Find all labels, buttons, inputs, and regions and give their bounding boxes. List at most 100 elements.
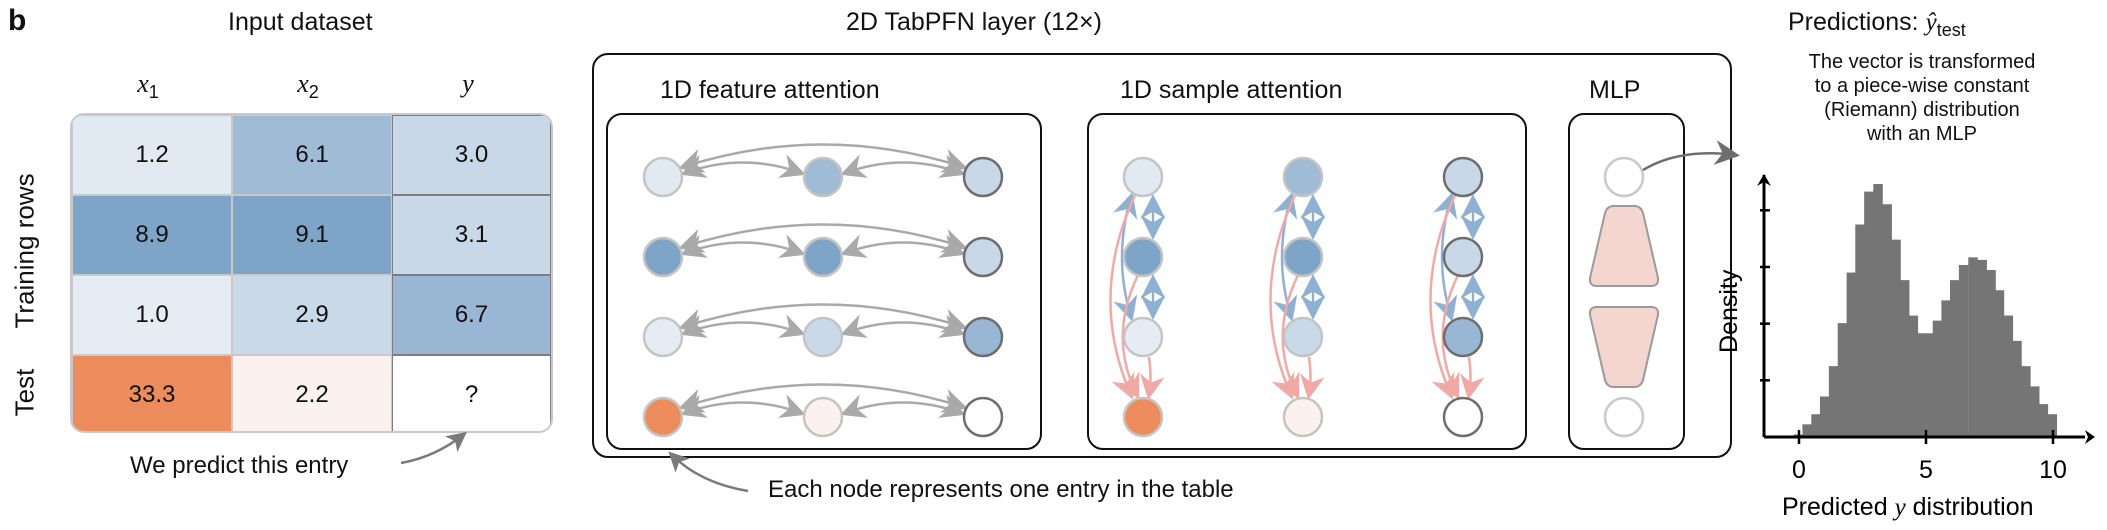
mlp-transform-note: The vector is transformed to a piece-wis… [1808, 51, 2036, 145]
histogram-bar [1916, 333, 1927, 437]
tabpfn-layer-title: 2D TabPFN layer (12×) [846, 8, 1102, 36]
feature-attention-node [802, 156, 844, 198]
sample-attention-node [1442, 316, 1484, 358]
feature-attention-node [962, 316, 1004, 358]
sample-attention-node [1122, 396, 1164, 438]
feature-attention-node [802, 316, 844, 358]
feature-attention-node [802, 396, 844, 438]
y-axis-label: Density [1715, 269, 1743, 353]
predict-entry-arrow [400, 431, 467, 465]
y-axis-arrow-icon [1757, 174, 1771, 186]
histogram-bar [1968, 257, 1978, 437]
histogram-bar [1882, 204, 1892, 437]
histogram-bar [1924, 333, 1935, 437]
tabpfn-layer-box [592, 53, 1732, 458]
column-header-x2: x2 [297, 69, 319, 103]
mlp-layer-1 [1588, 205, 1660, 287]
histogram-bar [1811, 414, 1821, 437]
feature-attention-node [962, 156, 1004, 198]
feature-attention-edge [840, 234, 966, 258]
sample-attention-node [1442, 236, 1484, 278]
panel-label: b [8, 4, 27, 37]
table-cell: 8.9 [72, 195, 232, 275]
sample-attention-edge [1269, 194, 1297, 400]
table-cell: ? [392, 355, 551, 431]
feature-attention-edge [680, 394, 806, 418]
sample-attention-edge [1299, 356, 1325, 400]
histogram-bar [1994, 290, 2005, 437]
feature-attention-node [962, 396, 1004, 438]
mlp-box [1568, 113, 1685, 450]
feature-attention-edge [680, 314, 806, 338]
column-header-x1: x1 [137, 69, 159, 103]
table-cell: 1.0 [72, 275, 232, 355]
sample-attention-edge [1459, 356, 1485, 400]
histogram-bar [1977, 259, 1987, 437]
predictions-title: Predictions: ŷtest [1788, 8, 1966, 40]
histogram-bar [2030, 386, 2040, 437]
mlp-layer-2 [1588, 306, 1660, 388]
histogram-bar [2021, 366, 2031, 437]
feature-attention-title: 1D feature attention [660, 76, 880, 104]
table-cell: 6.1 [232, 115, 392, 195]
table-cell: 2.2 [232, 355, 392, 431]
feature-attention-node [642, 236, 684, 278]
mlp-input-node [1603, 396, 1645, 438]
sample-attention-node [1122, 156, 1164, 198]
histogram-bar [2047, 414, 2058, 437]
table-cell: 1.2 [72, 115, 232, 195]
mlp-output-node [1603, 156, 1645, 198]
sample-attention-edge [1116, 274, 1140, 400]
node-annotation: Each node represents one entry in the ta… [768, 476, 1234, 503]
sample-attention-box [1087, 113, 1527, 450]
feature-attention-node [962, 236, 1004, 278]
sample-attention-edge [1109, 194, 1137, 400]
x-axis-label: Predicted y distribution [1782, 493, 2034, 521]
node-annotation-arrow [668, 451, 749, 493]
feature-attention-node [642, 156, 684, 198]
sample-attention-node [1282, 156, 1324, 198]
sample-attention-node [1442, 396, 1484, 438]
histogram-bar [1891, 239, 1901, 437]
histogram-bar [1986, 270, 1996, 437]
feature-attention-node [642, 316, 684, 358]
x-tick-label: 0 [1792, 456, 1806, 484]
sample-attention-node [1442, 156, 1484, 198]
histogram-bar [1855, 224, 1865, 437]
feature-attention-edge [840, 154, 966, 178]
histogram-bar [1873, 184, 1883, 437]
feature-attention-edge [680, 154, 806, 178]
feature-attention-node [802, 236, 844, 278]
table-cell: 3.1 [392, 195, 551, 275]
sample-attention-node [1282, 236, 1324, 278]
sample-attention-edge [1429, 194, 1457, 400]
histogram-bar [1828, 366, 1839, 437]
sample-attention-title: 1D sample attention [1120, 76, 1343, 104]
input-dataset-title: Input dataset [228, 8, 373, 36]
histogram-bar [1908, 315, 1919, 437]
histogram-bar [1932, 320, 1943, 437]
histogram-bar [1958, 264, 1969, 437]
table-cell: 2.9 [232, 275, 392, 355]
histogram-bar [1819, 396, 1830, 437]
feature-attention-edge [840, 394, 966, 418]
x-axis-arrow-icon [2085, 430, 2095, 444]
feature-attention-edge [840, 314, 966, 338]
sample-attention-edge [1139, 356, 1165, 400]
histogram-bar [1837, 323, 1848, 437]
column-header-y: y [462, 69, 474, 98]
histogram-bar [1802, 424, 1812, 437]
sample-attention-node [1122, 236, 1164, 278]
histogram-bar [1950, 280, 1960, 437]
table-cell: 9.1 [232, 195, 392, 275]
sample-attention-edge [1276, 274, 1300, 400]
histogram-bar [1864, 191, 1874, 437]
feature-attention-box [606, 113, 1042, 450]
histogram-bar [2012, 340, 2022, 437]
feature-attention-node [642, 396, 684, 438]
predict-entry-annotation: We predict this entry [130, 452, 349, 479]
feature-attention-edge [680, 234, 806, 258]
sample-attention-node [1282, 316, 1324, 358]
